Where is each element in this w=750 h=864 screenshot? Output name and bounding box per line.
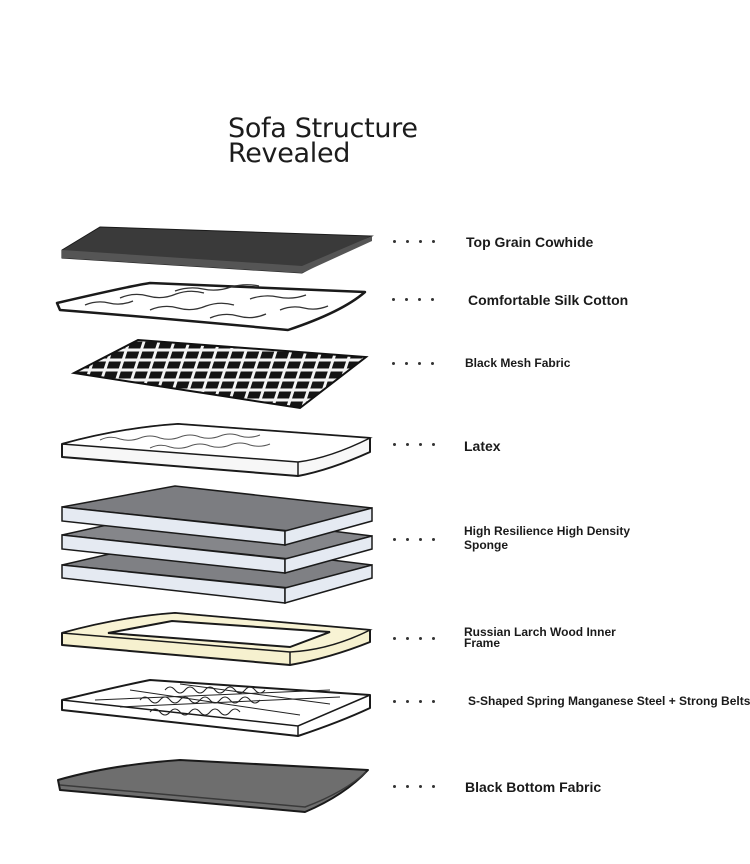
label-sponge-line-1: High Resilience High Density — [464, 524, 631, 538]
wood-frame-layer — [61, 612, 373, 666]
sponge-layer — [61, 485, 373, 604]
bottom-fabric-layer — [57, 759, 369, 813]
label-wood-frame: Russian Larch Wood Inner Frame — [464, 625, 616, 650]
page-title: Sofa Structure Revealed — [228, 113, 418, 169]
leader-dots — [393, 443, 435, 446]
leader-dots — [393, 637, 435, 640]
leader-dots — [392, 362, 434, 365]
leader-dots — [393, 785, 435, 788]
label-wood-frame-line-2: Frame — [464, 636, 501, 650]
cowhide-layer — [61, 226, 374, 274]
label-sponge-line-2: Sponge — [464, 538, 508, 552]
spring-layer — [61, 679, 371, 737]
label-spring: S-Shaped Spring Manganese Steel + Strong… — [468, 694, 750, 708]
label-latex: Latex — [464, 438, 501, 454]
latex-layer — [61, 423, 373, 477]
title-line-2: Revealed — [228, 138, 351, 169]
leader-dots — [392, 298, 434, 301]
mesh-layer — [70, 338, 369, 410]
title-line-1: Sofa Structure — [228, 113, 418, 144]
label-wood-frame-line-1: Russian Larch Wood Inner — [464, 625, 616, 639]
label-bottom-fabric: Black Bottom Fabric — [465, 779, 602, 795]
label-black-mesh-fabric: Black Mesh Fabric — [465, 356, 571, 370]
leader-dots — [393, 700, 435, 703]
leader-dots — [393, 240, 435, 243]
label-top-grain-cowhide: Top Grain Cowhide — [466, 234, 594, 250]
silk-cotton-layer — [55, 281, 367, 332]
leader-dots — [393, 538, 435, 541]
label-sponge: High Resilience High Density Sponge — [464, 524, 630, 552]
label-silk-cotton: Comfortable Silk Cotton — [468, 292, 629, 308]
